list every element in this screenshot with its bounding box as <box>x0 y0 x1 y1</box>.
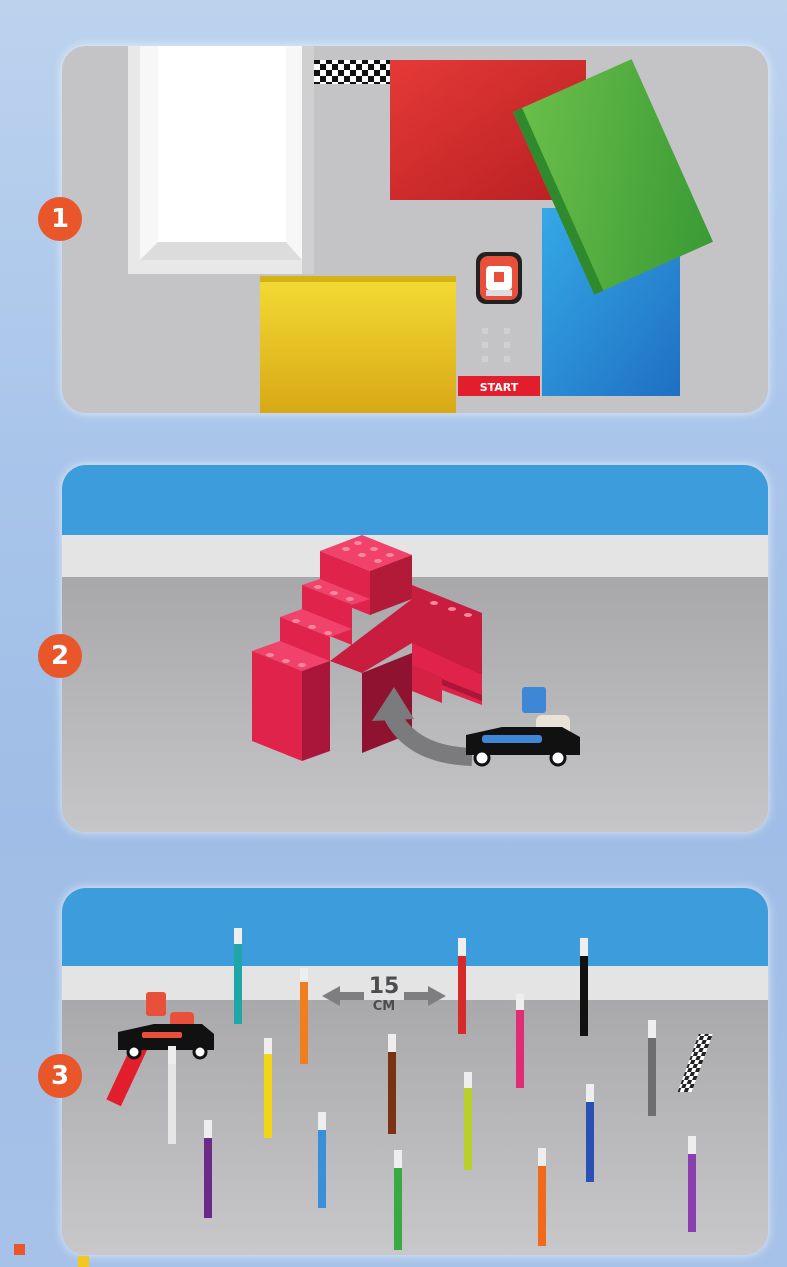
marker-pen <box>264 1038 272 1138</box>
marker-pen <box>688 1136 696 1232</box>
wall-top <box>62 888 768 966</box>
marker-pen <box>204 1120 212 1218</box>
marker-pen <box>394 1150 402 1250</box>
white-box <box>128 46 314 274</box>
wall-top <box>62 465 768 535</box>
marker-pen <box>516 994 524 1088</box>
step-2-illustration <box>62 465 768 832</box>
step-2-badge: 2 <box>38 634 82 678</box>
distance-value: 15 <box>354 976 414 998</box>
decorative-square-orange <box>14 1244 25 1255</box>
step-2-panel <box>62 465 768 832</box>
step-1-panel: START <box>62 46 768 413</box>
finish-line <box>314 60 390 84</box>
step-1-badge: 1 <box>38 197 82 241</box>
marker-pen <box>586 1084 594 1182</box>
kart-top-view <box>476 252 522 304</box>
marker-pen <box>458 938 466 1034</box>
marker-pen <box>464 1072 472 1170</box>
step-3-panel: 15 CM <box>62 888 768 1255</box>
step-3-badge: 3 <box>38 1054 82 1098</box>
distance-unit: CM <box>354 1000 414 1013</box>
step-1-illustration: START <box>62 46 768 413</box>
tire-tracks <box>482 328 510 362</box>
marker-pen <box>388 1034 396 1134</box>
marker-pen <box>318 1112 326 1208</box>
wall-ledge <box>62 535 768 577</box>
marker-pen <box>234 928 242 1024</box>
marker-pen <box>168 1046 176 1144</box>
step-3-illustration <box>62 888 768 1255</box>
marker-pen <box>538 1148 546 1246</box>
decorative-square-yellow <box>78 1256 89 1267</box>
marker-pen <box>300 968 308 1064</box>
start-label: START <box>480 381 519 394</box>
yellow-book <box>260 276 456 413</box>
marker-pen <box>648 1020 656 1116</box>
marker-pen <box>580 938 588 1036</box>
